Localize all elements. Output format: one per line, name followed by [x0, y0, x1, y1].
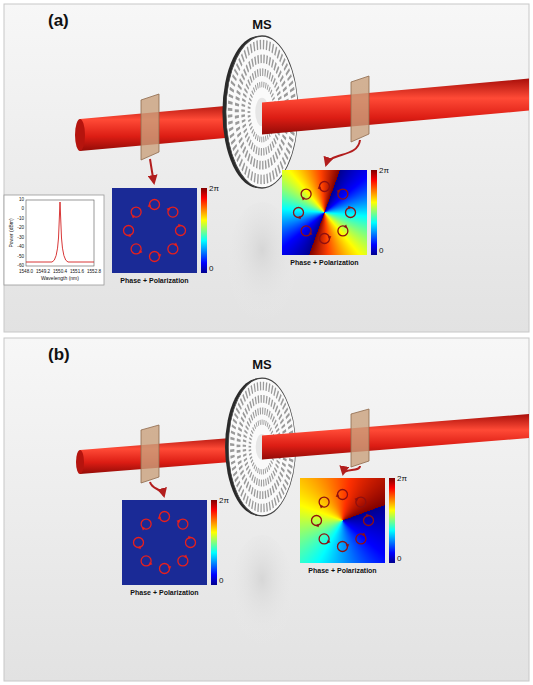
pointer-arrow	[150, 159, 154, 183]
phase-map: 2π 0Phase + Polarization	[295, 474, 415, 584]
pointer-arrow	[326, 140, 360, 165]
beam-end	[75, 119, 85, 151]
map-caption: Phase + Polarization	[308, 567, 376, 574]
axis-tick: 0	[21, 207, 24, 212]
panel-letter: (a)	[48, 12, 69, 29]
colorbar-max: 2π	[209, 185, 219, 193]
colorbar	[211, 500, 217, 585]
observation-plane	[351, 76, 369, 142]
axis-tick: -10	[17, 217, 24, 222]
phase-map: 2π 0Phase + Polarization	[117, 496, 237, 606]
colorbar-max: 2π	[379, 167, 389, 175]
panel-ground	[4, 338, 529, 681]
vortex-phase-map	[300, 478, 385, 563]
figure-panel: (a) 10 0 -10 -20 -30 -40 -50 -601548.01549.21550…	[4, 4, 529, 332]
figure-panel: (b)2π0Phase + Polarization2π0Phase + Pol…	[4, 338, 529, 681]
axis-tick: -30	[17, 235, 24, 240]
colorbar-min: 0	[219, 577, 223, 585]
axis-tick: 1550.4	[53, 270, 67, 275]
laser-beam	[262, 79, 529, 135]
uniform-phase-map	[122, 500, 207, 585]
vortex-phase-map	[282, 170, 367, 255]
panel-ground	[4, 4, 529, 332]
polarization-ring	[134, 512, 196, 574]
colorbar-max: 2π	[397, 475, 407, 483]
beam-end	[76, 450, 84, 474]
colorbar	[389, 478, 395, 563]
map-caption: Phase + Polarization	[290, 259, 358, 266]
observation-plane	[351, 409, 369, 467]
colorbar-min: 0	[379, 247, 383, 255]
colorbar-min: 0	[209, 265, 213, 273]
polarization-ring	[294, 182, 356, 244]
spectrum-curve	[26, 202, 94, 262]
axis-tick: -60	[17, 264, 24, 269]
colorbar	[371, 170, 377, 255]
axis-tick: -20	[17, 226, 24, 231]
axis-tick: 1551.6	[70, 270, 84, 275]
panel-letter: (b)	[48, 346, 70, 363]
axis-tick: 1552.8	[87, 270, 101, 275]
observation-plane	[141, 94, 159, 160]
colorbar-max: 2π	[219, 497, 229, 505]
spectrum-inset: 100-10-20-30-40-50-601548.01549.21550.41…	[4, 195, 104, 285]
map-caption: Phase + Polarization	[120, 277, 188, 284]
colorbar	[201, 188, 207, 273]
axis-tick: 10	[19, 198, 24, 203]
disk-reflection	[231, 535, 293, 645]
axis-tick: 1549.2	[36, 270, 50, 275]
map-caption: Phase + Polarization	[130, 589, 198, 596]
axis-tick: -40	[17, 245, 24, 250]
colorbar-min: 0	[397, 555, 401, 563]
uniform-phase-map	[112, 188, 197, 273]
part-label: MS	[252, 18, 272, 31]
pointer-arrow	[343, 466, 360, 474]
part-label: MS	[252, 358, 272, 371]
laser-beam	[262, 414, 529, 459]
polarization-ring	[312, 490, 374, 552]
plot-axes	[26, 200, 94, 266]
phase-map: 2π 0Phase + Polarization	[107, 184, 227, 294]
polarization-ring	[124, 200, 186, 262]
axis-tick: 1548.0	[19, 270, 33, 275]
observation-plane	[141, 425, 159, 483]
axis-title: Power (dBm)	[9, 218, 14, 247]
pointer-arrow	[150, 482, 164, 496]
axis-title: Wavelength (nm)	[41, 276, 79, 281]
phase-map: 2π 0Phase + Polarization	[277, 166, 397, 276]
axis-tick: -50	[17, 254, 24, 259]
inset-frame	[4, 195, 104, 285]
